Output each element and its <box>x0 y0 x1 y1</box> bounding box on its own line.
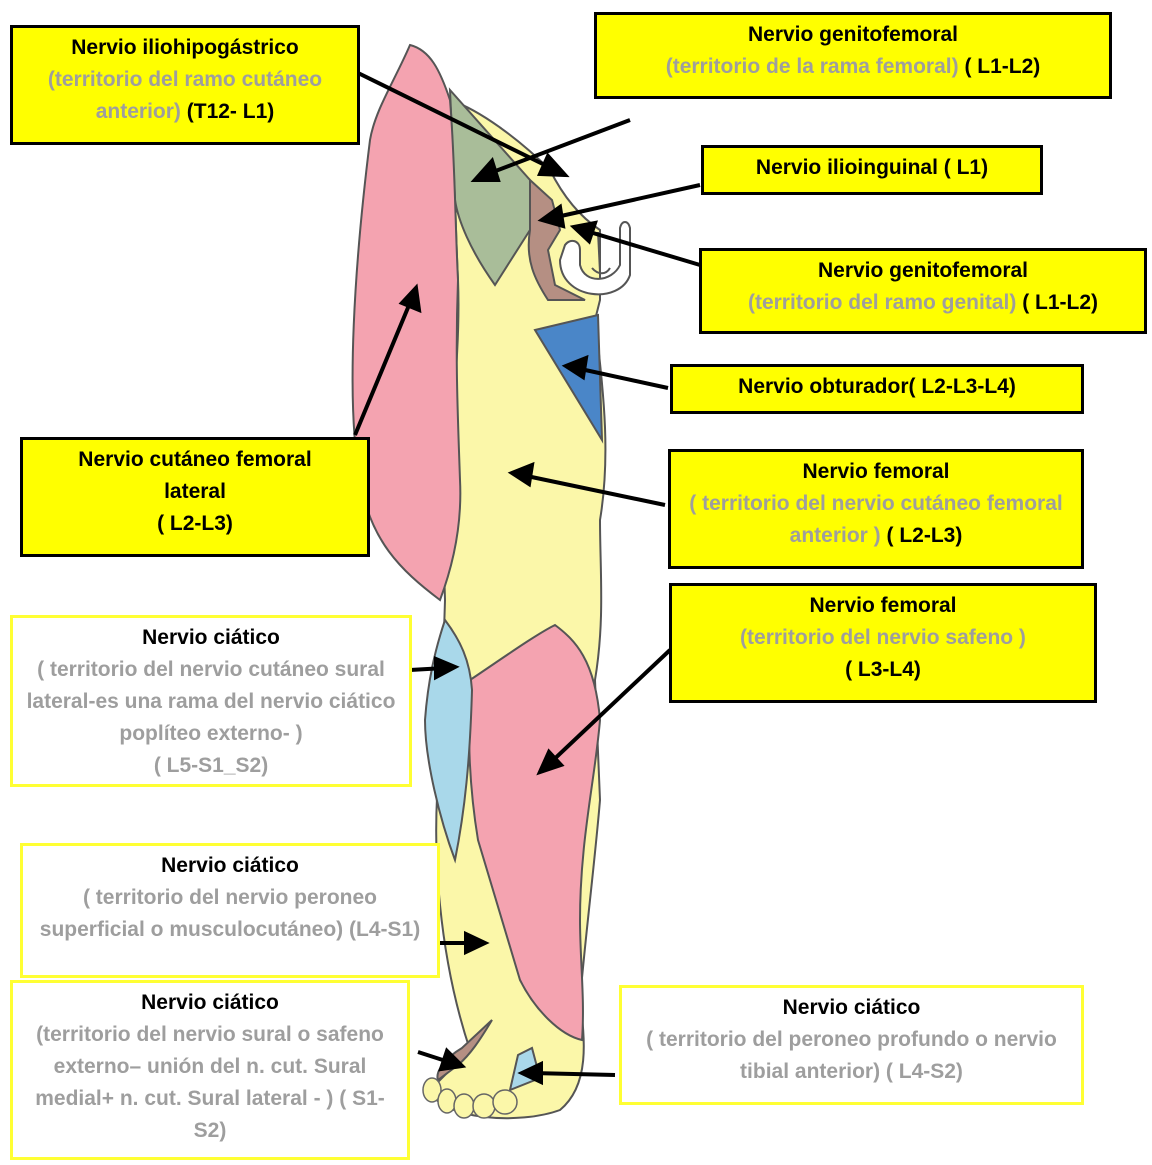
label-roots: ( L5-S1_S2) <box>19 750 403 782</box>
label-desc: (territorio del nervio safeno ) <box>678 622 1088 654</box>
label-title: Nervio femoral <box>677 456 1075 488</box>
label-title: Nervio obturador( L2-L3-L4) <box>679 371 1075 403</box>
label-roots: ( L1-L2) <box>1022 291 1098 314</box>
label-roots: ( L2-L3) <box>887 524 963 547</box>
label-title: Nervio ciático <box>628 992 1075 1024</box>
label-cutaneo-femoral-lateral: Nervio cutáneo femoral lateral ( L2-L3) <box>20 437 370 557</box>
label-roots: ( L4-S2) <box>886 1060 963 1083</box>
label-desc: (territorio del nervio sural o safeno ex… <box>35 1023 384 1110</box>
label-iliohipogastrico: Nervio iliohipogástrico (territorio del … <box>10 25 360 145</box>
label-title: Nervio ilioinguinal ( L1) <box>710 152 1034 184</box>
label-title: Nervio iliohipogástrico <box>19 32 351 64</box>
label-obturador: Nervio obturador( L2-L3-L4) <box>670 364 1084 414</box>
label-desc: ( territorio del nervio cutáneo sural la… <box>19 654 403 750</box>
label-desc: ( territorio del peroneo profundo o nerv… <box>646 1028 1057 1083</box>
label-title: Nervio genitofemoral <box>708 255 1138 287</box>
label-desc: (territorio de la rama femoral) <box>666 55 959 78</box>
label-title: Nervio femoral <box>678 590 1088 622</box>
label-roots: (L4-S1) <box>349 918 420 941</box>
label-title: Nervio ciático <box>29 850 431 882</box>
label-femoral-safeno: Nervio femoral (territorio del nervio sa… <box>669 583 1097 703</box>
label-roots: ( L3-L4) <box>678 654 1088 686</box>
label-title: Nervio ciático <box>19 622 403 654</box>
label-title: Nervio ciático <box>19 987 401 1019</box>
label-ciatico-peroneo-superficial: Nervio ciático ( territorio del nervio p… <box>20 843 440 978</box>
label-roots: ( L2-L3) <box>29 508 361 540</box>
label-title: Nervio cutáneo femoral lateral <box>29 444 361 508</box>
label-ciatico-sural: Nervio ciático (territorio del nervio su… <box>10 980 410 1160</box>
label-ciatico-sural-lateral: Nervio ciático ( territorio del nervio c… <box>10 615 412 787</box>
label-genitofemoral-genital: Nervio genitofemoral (territorio del ram… <box>699 248 1147 334</box>
label-desc: ( territorio del nervio peroneo superfic… <box>40 886 377 941</box>
label-genitofemoral-femoral: Nervio genitofemoral (territorio de la r… <box>594 12 1112 99</box>
label-roots: ( L1-L2) <box>964 55 1040 78</box>
label-desc: (territorio del ramo genital) <box>748 291 1016 314</box>
label-desc: ( territorio del nervio cutáneo femoral … <box>689 492 1062 547</box>
label-femoral-cutaneo: Nervio femoral ( territorio del nervio c… <box>668 449 1084 569</box>
label-roots: (T12- L1) <box>187 100 275 123</box>
label-title: Nervio genitofemoral <box>603 19 1103 51</box>
label-ilioinguinal: Nervio ilioinguinal ( L1) <box>701 145 1043 195</box>
label-desc: (territorio del ramo cutáneo anterior) <box>48 68 322 123</box>
label-ciatico-peroneo-profundo: Nervio ciático ( territorio del peroneo … <box>619 985 1084 1105</box>
